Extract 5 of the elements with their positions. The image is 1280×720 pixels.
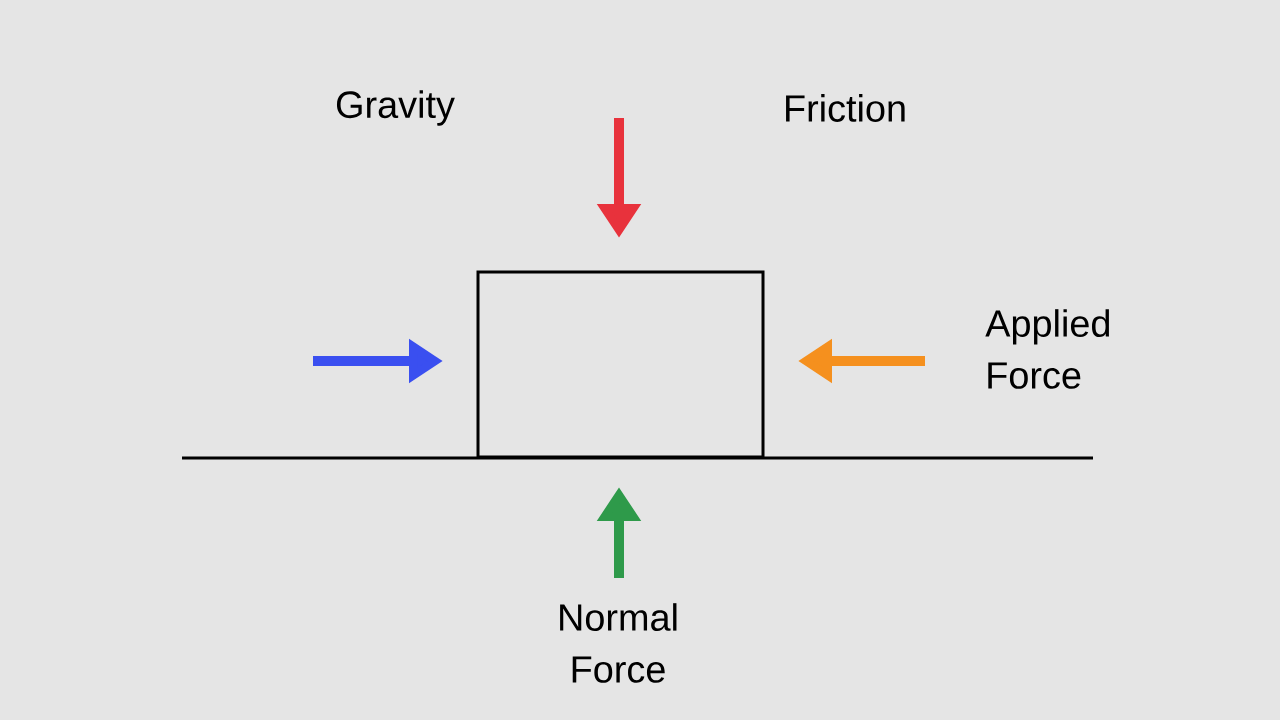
force-label: Applied Force — [985, 309, 1109, 389]
force-label: Gravity — [336, 90, 455, 126]
force-label: Friction — [786, 94, 905, 122]
force-label: Normal Force — [560, 603, 677, 683]
block — [476, 270, 765, 459]
